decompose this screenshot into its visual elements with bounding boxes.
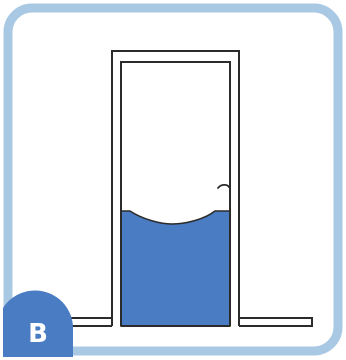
panel-letter: B [28,319,48,349]
panel-frame [3,3,343,356]
floor-right [239,317,313,327]
badge-shape [3,290,74,357]
panel-badge: B [3,290,74,357]
door-handle-icon [217,183,230,189]
door-frame-outer [111,50,240,326]
door-frame-inner [120,61,231,326]
flood-water [120,210,231,327]
